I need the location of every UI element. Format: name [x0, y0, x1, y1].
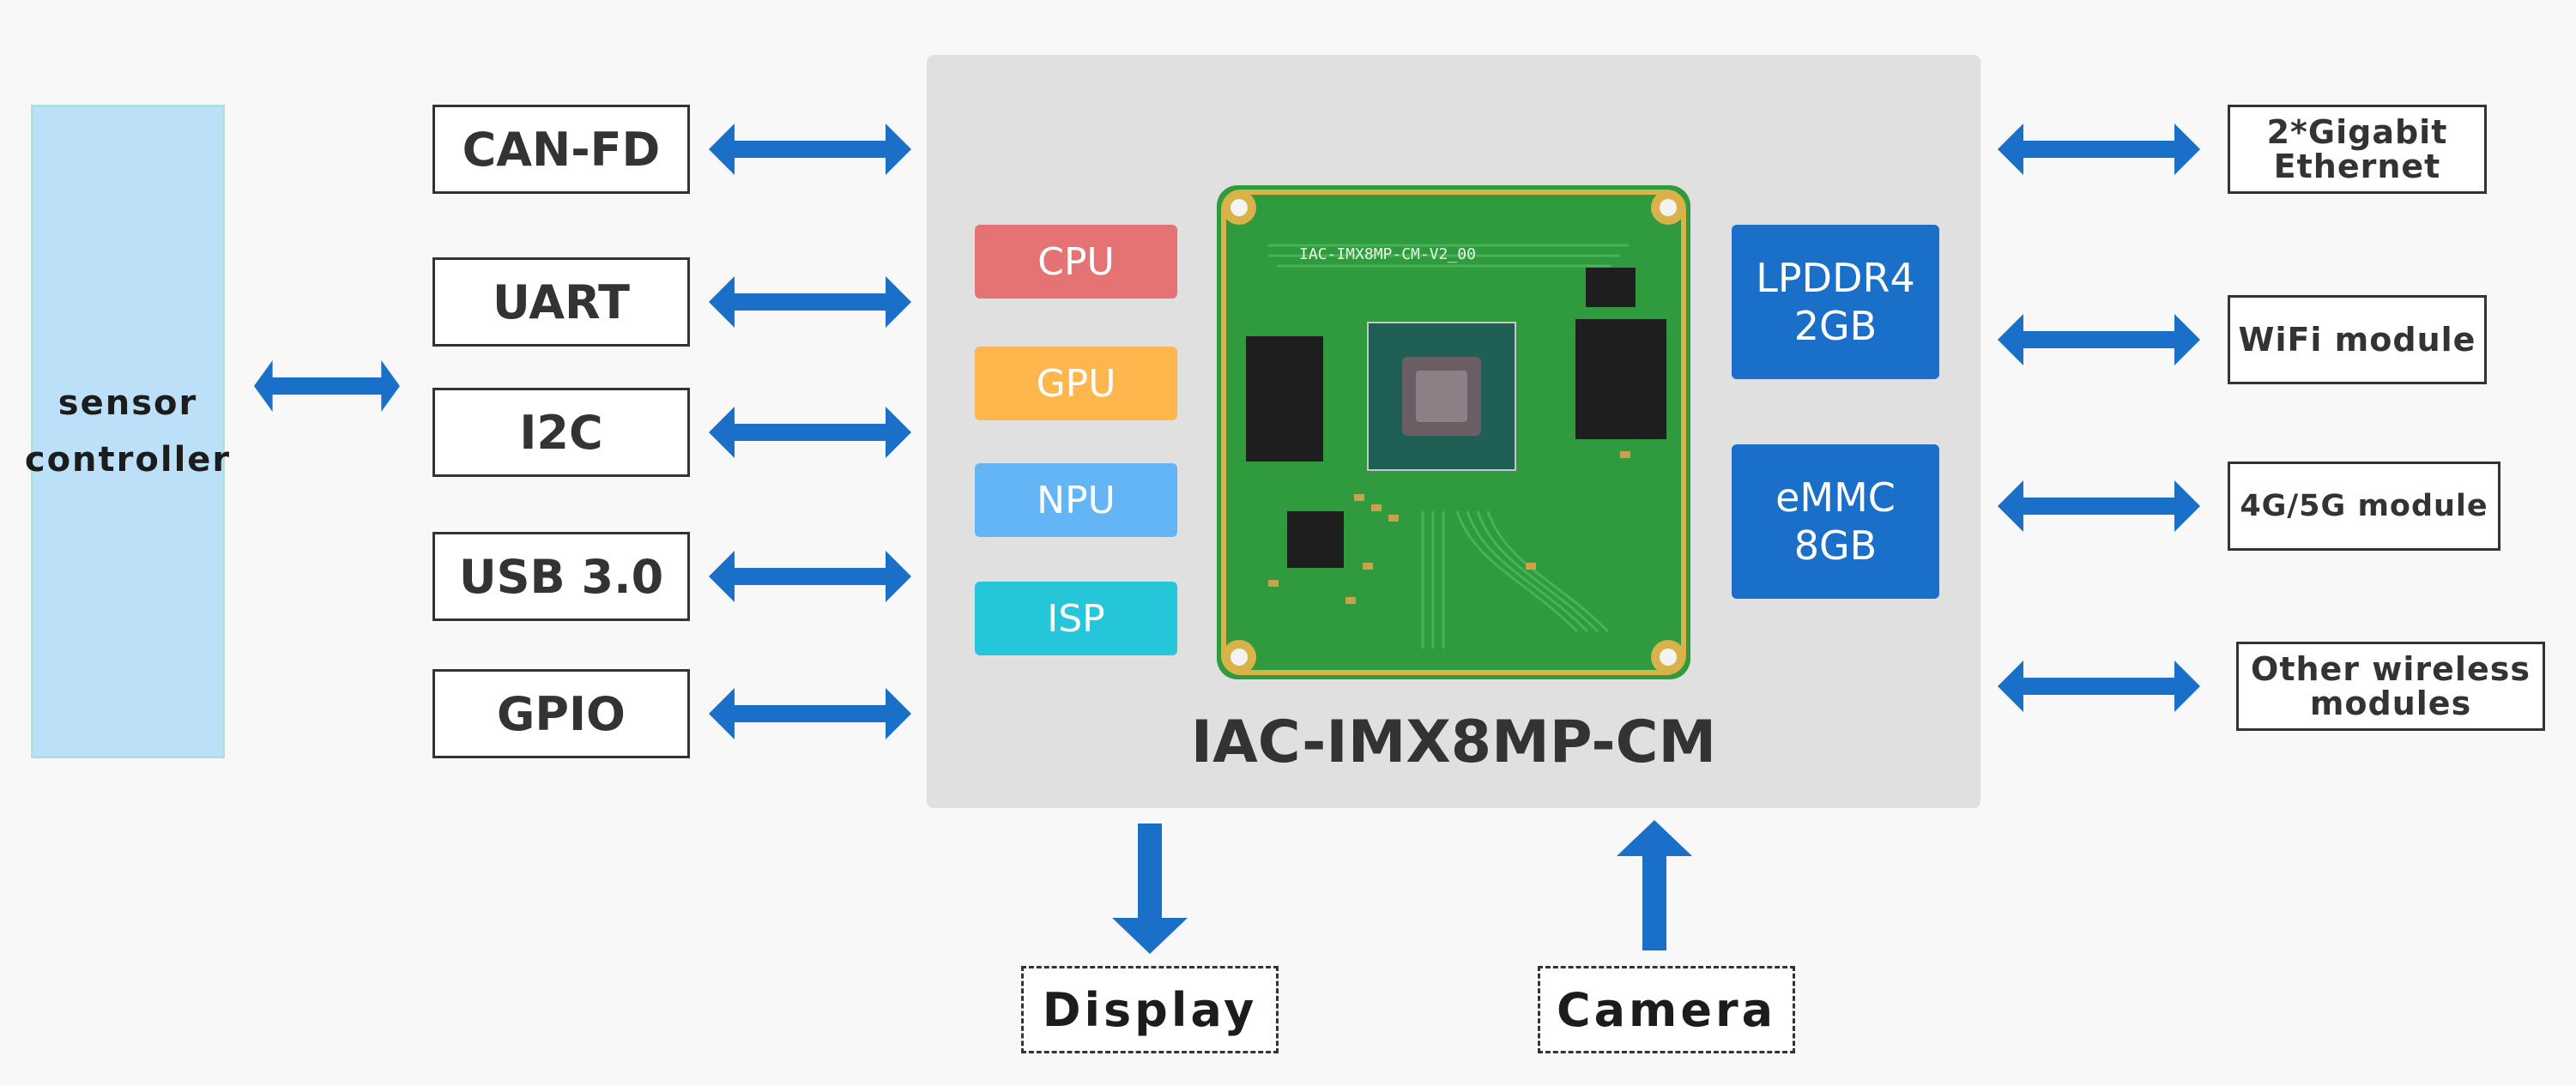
interface-cellular: 4G/5G module	[2228, 462, 2500, 551]
board-label: IAC-IMX8MP-CM-V2_00	[1299, 245, 1476, 263]
interface-label: CAN-FD	[462, 122, 661, 177]
interface-label: WiFi module	[2238, 321, 2476, 359]
interface-label: GPIO	[497, 686, 626, 741]
display-down-arrow-icon	[1112, 824, 1188, 954]
chip-label: CPU	[1037, 239, 1115, 284]
camera-label: Camera	[1556, 982, 1777, 1037]
usb-double-arrow-icon	[709, 551, 911, 602]
interface-usb: USB 3.0	[432, 532, 690, 621]
chip-label: GPU	[1036, 361, 1116, 406]
memory-emmc: eMMC 8GB	[1732, 444, 1939, 599]
uart-double-arrow-icon	[709, 276, 911, 328]
interface-label-line2: Ethernet	[2273, 148, 2441, 185]
display-block: Display	[1021, 966, 1279, 1053]
chip-isp: ISP	[975, 582, 1177, 655]
interface-label: USB 3.0	[458, 549, 664, 604]
interface-label: 4G/5G module	[2240, 489, 2488, 523]
interface-label-line1: 2*Gigabit	[2266, 113, 2448, 151]
sensor-label-line1: sensor	[57, 383, 198, 423]
interface-label: UART	[493, 275, 630, 329]
memory-size: 2GB	[1793, 303, 1878, 349]
cellular-double-arrow-icon	[1998, 480, 2200, 532]
circuit-board-icon: IAC-IMX8MP-CM-V2_00	[1217, 185, 1690, 679]
wireless-double-arrow-icon	[1998, 661, 2200, 712]
chip-npu: NPU	[975, 463, 1177, 537]
chip-label: NPU	[1037, 478, 1116, 522]
memory-lpddr4: LPDDR4 2GB	[1732, 225, 1939, 379]
interface-label-line2: modules	[2309, 685, 2472, 722]
interface-wifi: WiFi module	[2228, 295, 2487, 384]
interface-ethernet: 2*Gigabit Ethernet	[2228, 105, 2487, 194]
interface-i2c: I2C	[432, 388, 690, 477]
can-fd-double-arrow-icon	[709, 124, 911, 175]
memory-label: LPDDR4	[1756, 255, 1915, 301]
interface-label: I2C	[519, 405, 603, 460]
sensor-label-line2: controller	[24, 440, 232, 480]
interface-label-line1: Other wireless	[2251, 650, 2531, 688]
sensor-controller-block: sensor controller	[25, 105, 229, 758]
camera-up-arrow-icon	[1617, 820, 1692, 950]
interface-other-wireless: Other wireless modules	[2236, 642, 2545, 731]
interface-gpio: GPIO	[432, 669, 690, 758]
wifi-double-arrow-icon	[1998, 314, 2200, 365]
memory-label: eMMC	[1775, 474, 1896, 521]
chip-gpu: GPU	[975, 347, 1177, 420]
chip-label: ISP	[1047, 596, 1105, 641]
ethernet-double-arrow-icon	[1998, 124, 2200, 175]
gpio-double-arrow-icon	[709, 688, 911, 739]
memory-size: 8GB	[1793, 522, 1878, 569]
sensor-double-arrow-icon	[254, 360, 400, 412]
display-label: Display	[1042, 982, 1258, 1037]
camera-block: Camera	[1538, 966, 1795, 1053]
module-title: IAC-IMX8MP-CM	[1190, 708, 1717, 776]
i2c-double-arrow-icon	[709, 407, 911, 458]
interface-can-fd: CAN-FD	[432, 105, 690, 194]
interface-uart: UART	[432, 257, 690, 347]
chip-cpu: CPU	[975, 225, 1177, 299]
